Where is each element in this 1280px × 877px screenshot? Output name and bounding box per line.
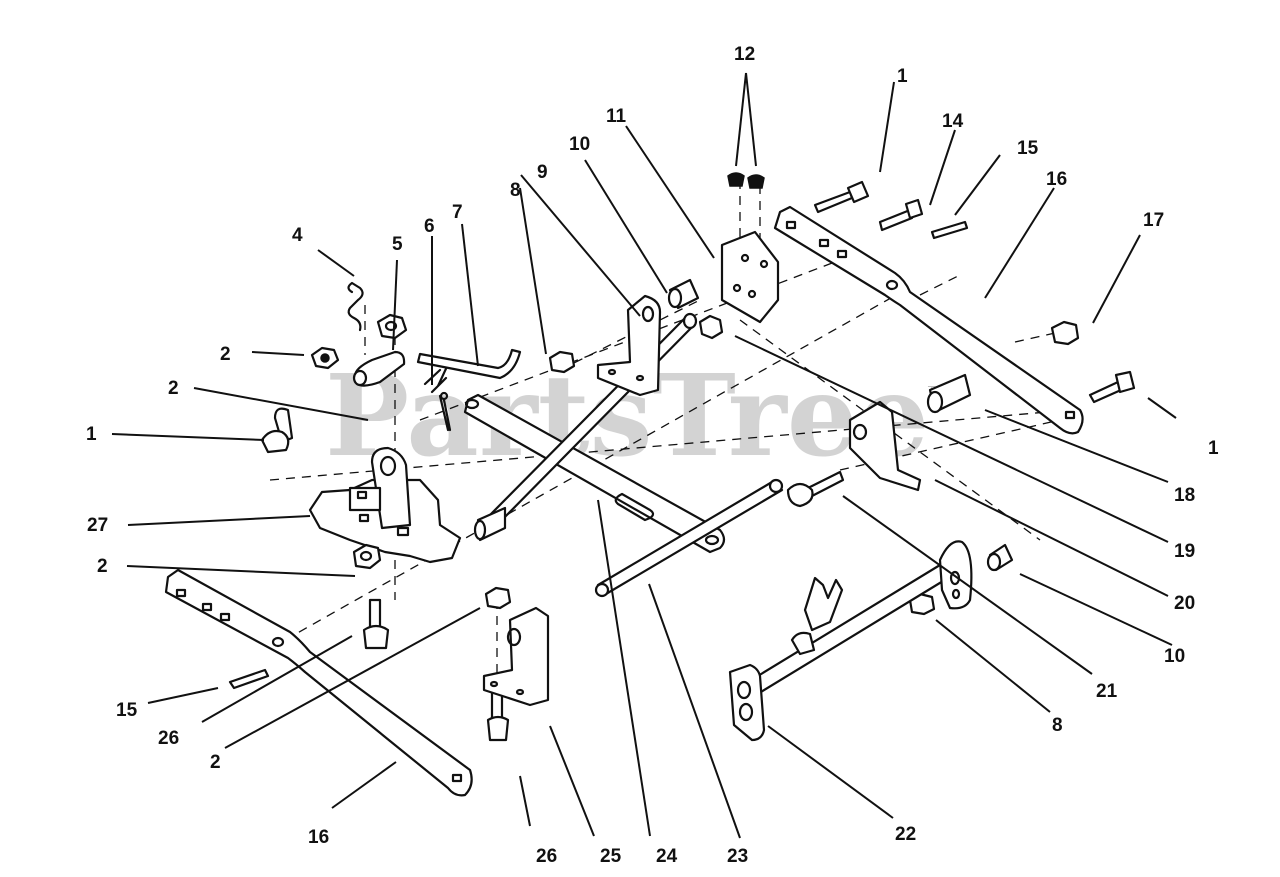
callout-8-upper: 8 xyxy=(510,180,521,201)
callout-16-lower: 16 xyxy=(308,827,329,848)
callout-16-upper: 16 xyxy=(1046,169,1067,190)
callout-21: 21 xyxy=(1096,681,1118,702)
callout-2-bottom-left: 2 xyxy=(97,556,108,577)
callout-1-right: 1 xyxy=(1208,438,1219,459)
callout-24: 24 xyxy=(656,846,678,867)
clip-pins xyxy=(228,220,969,690)
callout-20: 20 xyxy=(1174,593,1195,614)
callout-2-top-left: 2 xyxy=(220,344,231,365)
lift-bar xyxy=(463,393,726,554)
callout-26-bottom: 26 xyxy=(536,846,557,867)
right-link-arm xyxy=(773,205,1084,435)
callout-1-left: 1 xyxy=(86,424,97,445)
hex-nuts xyxy=(310,313,1080,616)
callout-10-upper: 10 xyxy=(569,134,590,155)
callout-7: 7 xyxy=(452,202,463,223)
callout-numbers: 4 5 6 7 8 9 10 11 12 1 14 15 16 17 1 18 … xyxy=(86,44,1219,867)
callout-4: 4 xyxy=(292,225,303,246)
pivot-plate xyxy=(260,407,462,564)
callout-22: 22 xyxy=(895,824,916,845)
left-link-arm xyxy=(164,568,473,797)
callout-15-upper: 15 xyxy=(1017,138,1039,159)
callout-27: 27 xyxy=(87,515,108,536)
callout-26-left: 26 xyxy=(158,728,179,749)
callout-12: 12 xyxy=(734,44,755,65)
callout-23: 23 xyxy=(727,846,748,867)
callout-8-right: 8 xyxy=(1052,715,1063,736)
callout-17: 17 xyxy=(1143,210,1164,231)
leader-lines xyxy=(111,72,1177,839)
callout-2-lower: 2 xyxy=(210,752,221,773)
yoke-shaft xyxy=(728,540,973,742)
callout-2-mid-left: 2 xyxy=(168,378,179,399)
callout-15-lower: 15 xyxy=(116,700,138,721)
callout-5: 5 xyxy=(392,234,403,255)
callout-25: 25 xyxy=(600,846,622,867)
callout-19: 19 xyxy=(1174,541,1195,562)
callout-18: 18 xyxy=(1174,485,1195,506)
callout-6: 6 xyxy=(424,216,435,237)
brackets xyxy=(482,230,1014,707)
callout-10-right: 10 xyxy=(1164,646,1185,667)
callout-1-top: 1 xyxy=(897,66,908,87)
callout-11: 11 xyxy=(606,106,627,127)
callout-9: 9 xyxy=(537,162,548,183)
callout-14: 14 xyxy=(942,111,964,132)
